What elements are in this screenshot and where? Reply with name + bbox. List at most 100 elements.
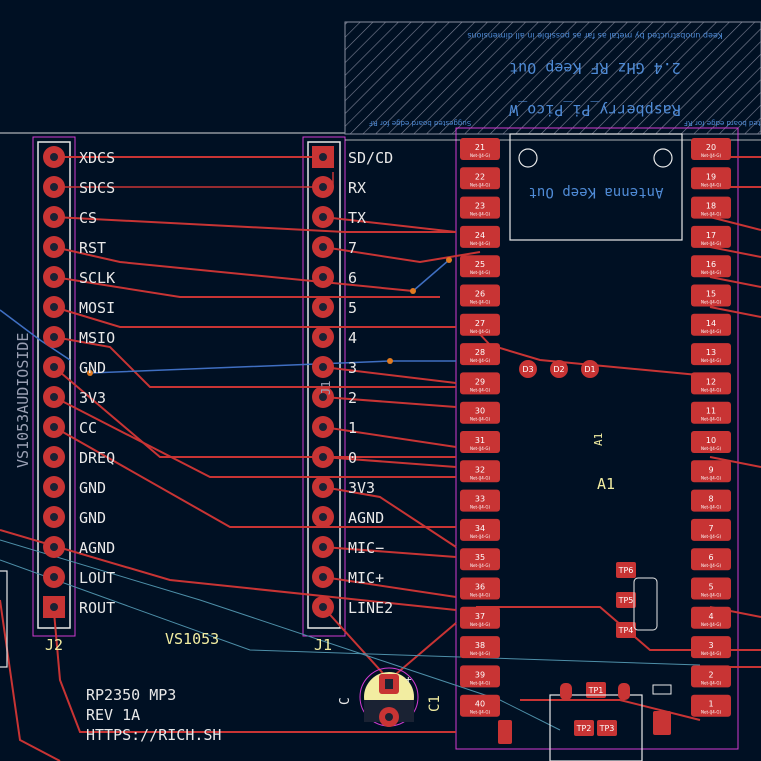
pin-drill — [50, 423, 58, 431]
pad-shape — [460, 343, 500, 366]
test-point[interactable]: TP5 — [616, 592, 636, 608]
header-pin[interactable] — [312, 176, 334, 198]
header-pin[interactable] — [312, 536, 334, 558]
header-pin[interactable] — [43, 446, 65, 468]
header-pin[interactable] — [43, 416, 65, 438]
test-point[interactable]: TP4 — [616, 622, 636, 638]
header-pin[interactable] — [43, 176, 65, 198]
header-pin[interactable] — [43, 356, 65, 378]
header-pin[interactable] — [43, 266, 65, 288]
test-point[interactable]: TP2 — [574, 720, 594, 736]
header-pin[interactable] — [43, 506, 65, 528]
header-pin[interactable] — [43, 386, 65, 408]
header-pin[interactable] — [312, 296, 334, 318]
header-pin[interactable] — [312, 416, 334, 438]
header-pin[interactable] — [43, 236, 65, 258]
header-pin[interactable] — [312, 446, 334, 468]
test-point[interactable]: TP6 — [616, 562, 636, 578]
test-point[interactable]: TP1 — [586, 682, 606, 698]
pad-shape — [460, 460, 500, 483]
pad-number: 12 — [706, 377, 716, 386]
pin-drill — [319, 243, 327, 251]
header-pin[interactable] — [43, 596, 65, 618]
pad-number: 37 — [475, 612, 485, 621]
status-pad[interactable]: D1 — [581, 360, 599, 378]
header-pin[interactable] — [312, 386, 334, 408]
header-pin[interactable] — [43, 476, 65, 498]
pin-drill — [50, 303, 58, 311]
header-pin[interactable] — [43, 296, 65, 318]
header-pin[interactable] — [312, 476, 334, 498]
header-pin[interactable] — [43, 206, 65, 228]
pad-shape — [519, 360, 537, 378]
header-pin[interactable] — [43, 326, 65, 348]
header-pin[interactable] — [43, 536, 65, 558]
header-pin[interactable] — [312, 146, 334, 168]
status-pad[interactable]: D2 — [550, 360, 568, 378]
header-pin[interactable] — [312, 356, 334, 378]
pad-number: 6 — [708, 553, 713, 562]
header-pin[interactable] — [312, 596, 334, 618]
pad-number: 7 — [708, 524, 713, 533]
pin-drill — [319, 363, 327, 371]
j1-header — [312, 146, 334, 618]
pad-number: 27 — [475, 319, 485, 328]
pad-number: 5 — [708, 583, 713, 592]
header-pin[interactable] — [43, 566, 65, 588]
header-pin[interactable] — [312, 266, 334, 288]
capacitor-c1[interactable]: + — [359, 667, 419, 727]
header-pin[interactable] — [312, 236, 334, 258]
test-point[interactable]: TP3 — [597, 720, 617, 736]
header-pin[interactable] — [312, 506, 334, 528]
header-pin[interactable] — [312, 326, 334, 348]
status-pad[interactable]: D3 — [519, 360, 537, 378]
usb-pad-b — [618, 683, 630, 700]
pad-net: Net-(J4-G) — [470, 593, 490, 598]
pad-label: D1 — [584, 365, 595, 374]
header-pin[interactable] — [43, 146, 65, 168]
header-pin[interactable] — [312, 206, 334, 228]
header-pin[interactable] — [312, 566, 334, 588]
